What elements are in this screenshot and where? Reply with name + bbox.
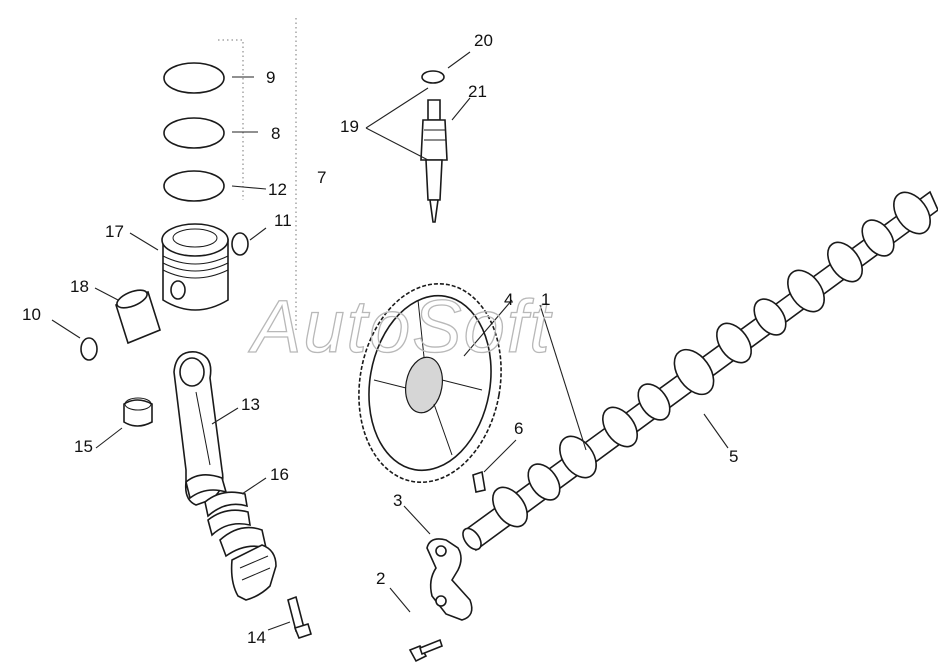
snap-ring-11 — [231, 232, 249, 256]
callout-8: 8 — [271, 124, 280, 143]
piston-pin — [115, 289, 161, 345]
callout-17: 17 — [105, 222, 124, 241]
camshaft-gear — [358, 282, 502, 484]
callout-18: 18 — [70, 277, 89, 296]
piston-ring-12 — [163, 170, 225, 202]
callout-12: 12 — [268, 180, 287, 199]
connecting-rod — [173, 351, 228, 506]
callout-15: 15 — [74, 437, 93, 456]
callout-7: 7 — [317, 168, 326, 187]
callout-21: 21 — [468, 82, 487, 101]
callout-10: 10 — [22, 305, 41, 324]
callout-2: 2 — [376, 569, 385, 588]
bearing-shell-16 — [204, 491, 251, 537]
woodruff-key — [472, 470, 486, 493]
injector — [420, 70, 448, 223]
watermark-text: AutoSoft — [248, 285, 553, 368]
thrust-plate — [426, 538, 473, 621]
snap-ring-10 — [80, 337, 98, 361]
capscrew — [408, 638, 443, 663]
callout-3: 3 — [393, 491, 402, 510]
piston-ring-9 — [163, 62, 225, 94]
callout-4: 4 — [504, 290, 513, 309]
callout-1: 1 — [541, 290, 550, 309]
callout-20: 20 — [474, 31, 493, 50]
piston-ring-8 — [163, 117, 225, 149]
leader-lines — [51, 51, 729, 631]
piston — [161, 223, 229, 311]
callout-5: 5 — [729, 447, 738, 466]
callout-11: 11 — [274, 211, 292, 230]
callout-13: 13 — [241, 395, 260, 414]
callout-14: 14 — [247, 628, 266, 647]
callout-19: 19 — [340, 117, 359, 136]
rod-cap — [219, 526, 277, 601]
camshaft — [462, 190, 938, 552]
rod-bolt — [287, 595, 312, 639]
callout-6: 6 — [514, 419, 523, 438]
ring-group-bracket — [218, 39, 244, 200]
callout-9: 9 — [266, 68, 275, 87]
bushing — [123, 397, 153, 427]
callout-16: 16 — [270, 465, 289, 484]
